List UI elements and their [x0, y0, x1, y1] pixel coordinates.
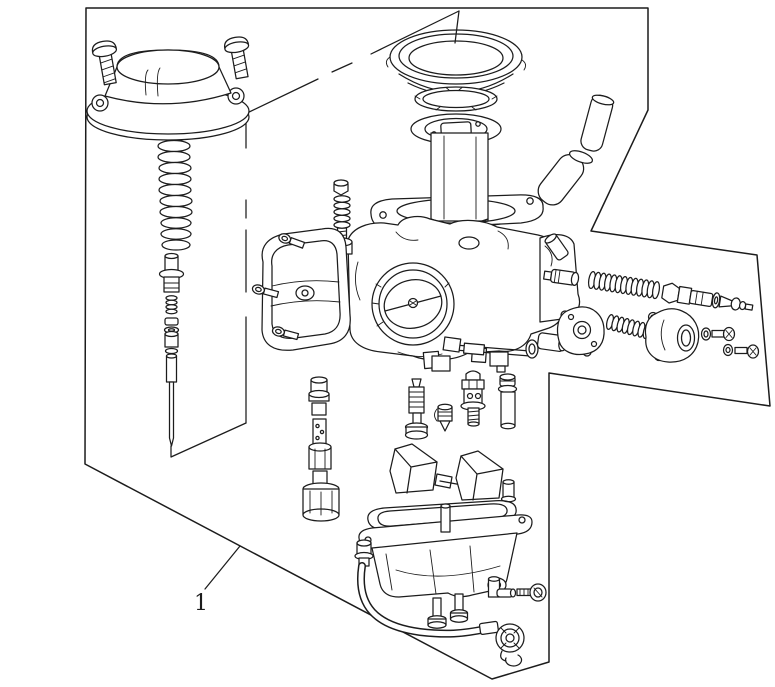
- side-cover-screws: [251, 233, 306, 341]
- drain-hose: [357, 562, 500, 638]
- frame-border: [84, 7, 771, 680]
- pilot-jet: [404, 378, 429, 440]
- inset-panel-frame: [170, 10, 460, 458]
- drain-nipple: [354, 539, 374, 567]
- callout-1-label: 1: [194, 591, 208, 616]
- float-valve-seat: [460, 370, 486, 427]
- needle-jet-set: [302, 376, 340, 522]
- jet-needle-assembly: [158, 252, 185, 447]
- choke-cover: [644, 308, 700, 363]
- vent-hose: [537, 94, 615, 206]
- float-right: [455, 450, 517, 503]
- plug-cap: [497, 373, 518, 430]
- cover-screw-right: [223, 36, 250, 80]
- hose-clamp-ring: [495, 623, 525, 667]
- starter-spring: [605, 314, 651, 340]
- cover-screw-left: [91, 40, 118, 86]
- float-left: [389, 443, 438, 494]
- bowl-screws: [427, 593, 469, 629]
- float-bowl: [358, 503, 533, 598]
- top-cover: [86, 49, 250, 141]
- enrichment-valve: [661, 282, 754, 311]
- starter-jet: [543, 268, 580, 286]
- starter-plate: [556, 306, 605, 357]
- diaphragm-cover: [385, 10, 527, 96]
- callout-1: 1: [194, 545, 241, 616]
- diaphragm-ring: [414, 86, 498, 112]
- drain-screw: [516, 583, 547, 602]
- choke-spring: [587, 270, 661, 300]
- overflow-elbow: [487, 576, 517, 598]
- choke-washers-screws: [700, 326, 760, 359]
- float-needle-valve: [434, 403, 453, 432]
- body-side-cover: [261, 227, 351, 351]
